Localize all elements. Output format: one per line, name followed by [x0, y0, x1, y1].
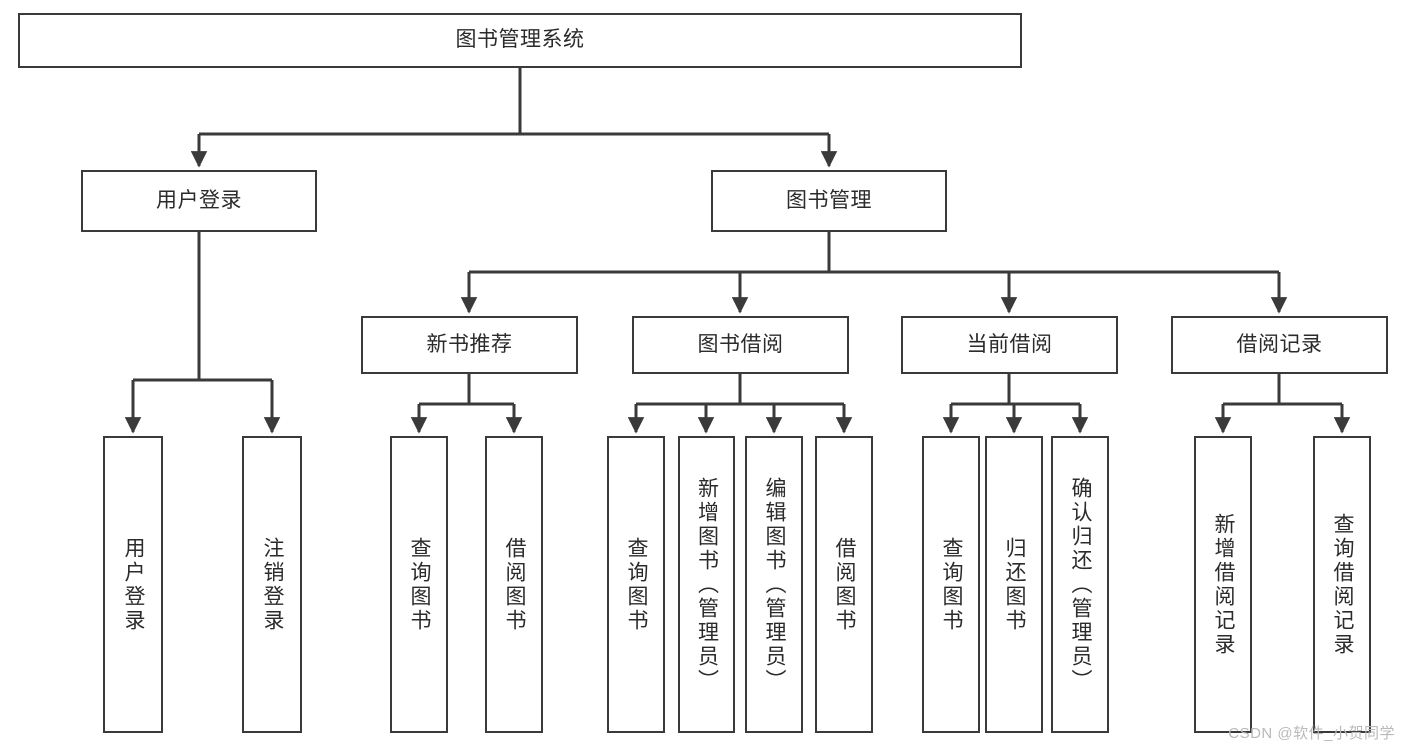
node-label: 借阅记录 — [1236, 332, 1323, 356]
node-label: 查询图书 — [408, 536, 432, 633]
node-label: 图书借阅 — [697, 332, 784, 356]
node-leaf-bookborrow-borrow-book[interactable]: 借阅图书 — [815, 436, 873, 733]
node-user-login[interactable]: 用户登录 — [81, 170, 317, 232]
watermark-csdn: CSDN @软件_小贺同学 — [1228, 725, 1395, 742]
node-label: 借阅图书 — [833, 536, 857, 633]
node-label: 查询图书 — [940, 536, 964, 633]
node-label: 当前借阅 — [966, 332, 1053, 356]
node-label: 用户登录 — [156, 188, 242, 212]
node-book-management[interactable]: 图书管理 — [711, 170, 947, 232]
node-label: 归还图书 — [1003, 536, 1027, 633]
node-leaf-newbook-borrow-book[interactable]: 借阅图书 — [485, 436, 543, 733]
node-borrow-record[interactable]: 借阅记录 — [1171, 316, 1388, 374]
node-leaf-currentborrow-query-book[interactable]: 查询图书 — [922, 436, 980, 733]
node-leaf-user-login-login[interactable]: 用户登录 — [103, 436, 163, 733]
node-leaf-bookborrow-add-book-admin[interactable]: 新增图书（管理员） — [678, 436, 735, 733]
node-new-book-recommend[interactable]: 新书推荐 — [361, 316, 578, 374]
node-leaf-bookborrow-edit-book-admin[interactable]: 编辑图书（管理员） — [745, 436, 803, 733]
node-label: 用户登录 — [122, 536, 146, 633]
node-label: 查询图书 — [625, 536, 649, 633]
node-label: 确认归还（管理员） — [1069, 476, 1093, 693]
node-leaf-borrowrecord-query-record[interactable]: 查询借阅记录 — [1313, 436, 1371, 733]
node-label: 新增图书（管理员） — [695, 476, 719, 693]
node-label: 编辑图书（管理员） — [763, 476, 787, 693]
node-label: 图书管理系统 — [455, 28, 585, 52]
node-leaf-borrowrecord-add-record[interactable]: 新增借阅记录 — [1194, 436, 1252, 733]
node-label: 查询借阅记录 — [1331, 512, 1355, 657]
node-label: 图书管理 — [786, 188, 872, 212]
node-leaf-bookborrow-query-book[interactable]: 查询图书 — [607, 436, 665, 733]
node-label: 新增借阅记录 — [1212, 512, 1236, 657]
node-leaf-user-login-logout[interactable]: 注销登录 — [242, 436, 302, 733]
node-book-borrow[interactable]: 图书借阅 — [632, 316, 849, 374]
node-label: 新书推荐 — [426, 332, 513, 356]
node-leaf-currentborrow-return-book[interactable]: 归还图书 — [985, 436, 1043, 733]
node-current-borrow[interactable]: 当前借阅 — [901, 316, 1118, 374]
node-label: 注销登录 — [261, 536, 285, 633]
node-leaf-newbook-query-book[interactable]: 查询图书 — [390, 436, 448, 733]
node-root-book-management-system[interactable]: 图书管理系统 — [18, 13, 1022, 68]
node-leaf-currentborrow-confirm-return-admin[interactable]: 确认归还（管理员） — [1051, 436, 1109, 733]
node-label: 借阅图书 — [503, 536, 527, 633]
